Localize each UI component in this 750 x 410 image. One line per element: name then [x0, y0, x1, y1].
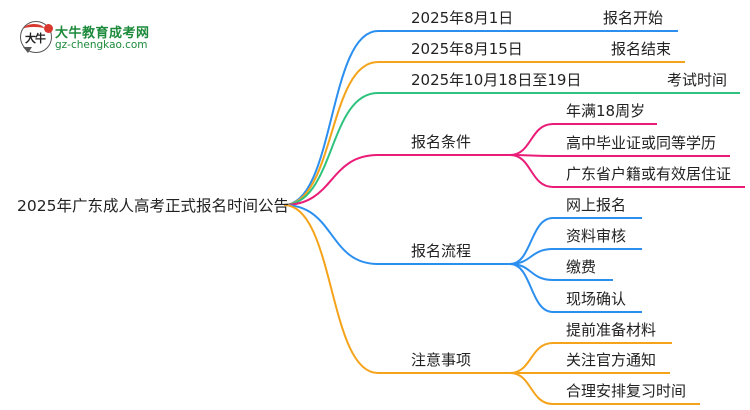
requirement-item: 广东省户籍或有效居住证 [566, 165, 732, 183]
process-step: 现场确认 [566, 290, 627, 308]
branch-line-exam-date [283, 92, 740, 206]
logo-seal-icon [44, 24, 53, 33]
requirement-item: 高中毕业证或同等学历 [566, 134, 717, 152]
root-topic: 2025年广东成人高考正式报名时间公告 [17, 197, 289, 215]
sub-line-process-4 [509, 263, 642, 313]
sub-line-requirement-2 [509, 154, 730, 157]
note-item: 合理安排复习时间 [566, 382, 687, 400]
branch-date-end-note: 报名结束 [611, 40, 672, 58]
process-step: 资料审核 [566, 227, 627, 245]
branch-date-start: 2025年8月1日 [411, 9, 514, 27]
sub-line-requirement-1 [509, 123, 657, 156]
branch-line-notes [283, 204, 510, 374]
logo-site-name: 大牛教育成考网 [55, 26, 150, 41]
branch-exam-date-note: 考试时间 [667, 71, 728, 89]
requirement-item: 年满18周岁 [566, 102, 646, 120]
logo-speech-tail [23, 47, 32, 53]
branch-line-process [283, 204, 510, 265]
branch-line-date-end [283, 61, 685, 206]
process-step: 缴费 [566, 258, 597, 276]
sub-line-note-3 [509, 372, 700, 405]
note-item: 提前准备材料 [566, 321, 657, 339]
logo-badge-glyph: 大牛 [25, 32, 46, 45]
process-step: 网上报名 [566, 196, 627, 214]
logo: 大牛 大牛教育成考网 gz-chengkao.com [18, 18, 168, 58]
branch-exam-date: 2025年10月18日至19日 [411, 71, 582, 89]
logo-arc-decoration [24, 24, 44, 33]
branch-date-end: 2025年8月15日 [411, 40, 523, 58]
note-item: 关注官方通知 [566, 351, 657, 369]
sub-line-note-1 [509, 342, 672, 374]
branch-date-start-note: 报名开始 [603, 9, 664, 27]
branch-process: 报名流程 [411, 242, 472, 260]
branch-requirements: 报名条件 [411, 133, 472, 151]
branch-line-date-start [283, 30, 678, 206]
sub-line-process-1 [509, 217, 642, 265]
logo-site-url: gz-chengkao.com [55, 39, 148, 51]
branch-line-requirements [283, 154, 510, 206]
sub-line-requirement-3 [509, 154, 745, 188]
branch-notes: 注意事项 [411, 351, 472, 369]
